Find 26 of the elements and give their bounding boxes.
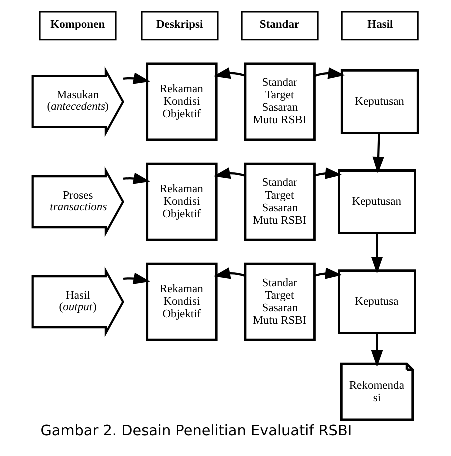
arrow [214,168,246,180]
node-box: Standar Target Sasaran Mutu RSBI [244,162,316,242]
arrow [123,72,150,84]
node-box: Standar [241,11,319,41]
node-box: Rekaman Kondisi Objektif [146,262,218,342]
arrow [371,234,384,274]
arrow [314,168,342,180]
node-box: Keputusa [338,270,416,335]
arrow [123,172,150,184]
arrow [123,272,150,284]
arrow [214,268,246,280]
arrow [372,133,384,174]
node-box: Standar Target Sasaran Mutu RSBI [244,62,316,142]
arrow [371,334,384,368]
node-box: Hasil [341,11,419,41]
arrow [214,68,246,80]
node-box: Keputusan [338,170,416,234]
arrow [314,68,346,80]
node-box: Rekaman Kondisi Objektif [146,162,218,242]
node-box: Komponen [39,11,117,41]
caption: Gambar 2. Desain Penelitian Evaluatif RSBI [40,423,352,440]
node-box: Keputusan [340,70,420,134]
node-box: Standar Target Sasaran Mutu RSBI [244,262,316,342]
node-box: Rekaman Kondisi Objektif [146,62,218,142]
node-box: Deskripsi [141,11,219,41]
arrow [314,268,342,280]
